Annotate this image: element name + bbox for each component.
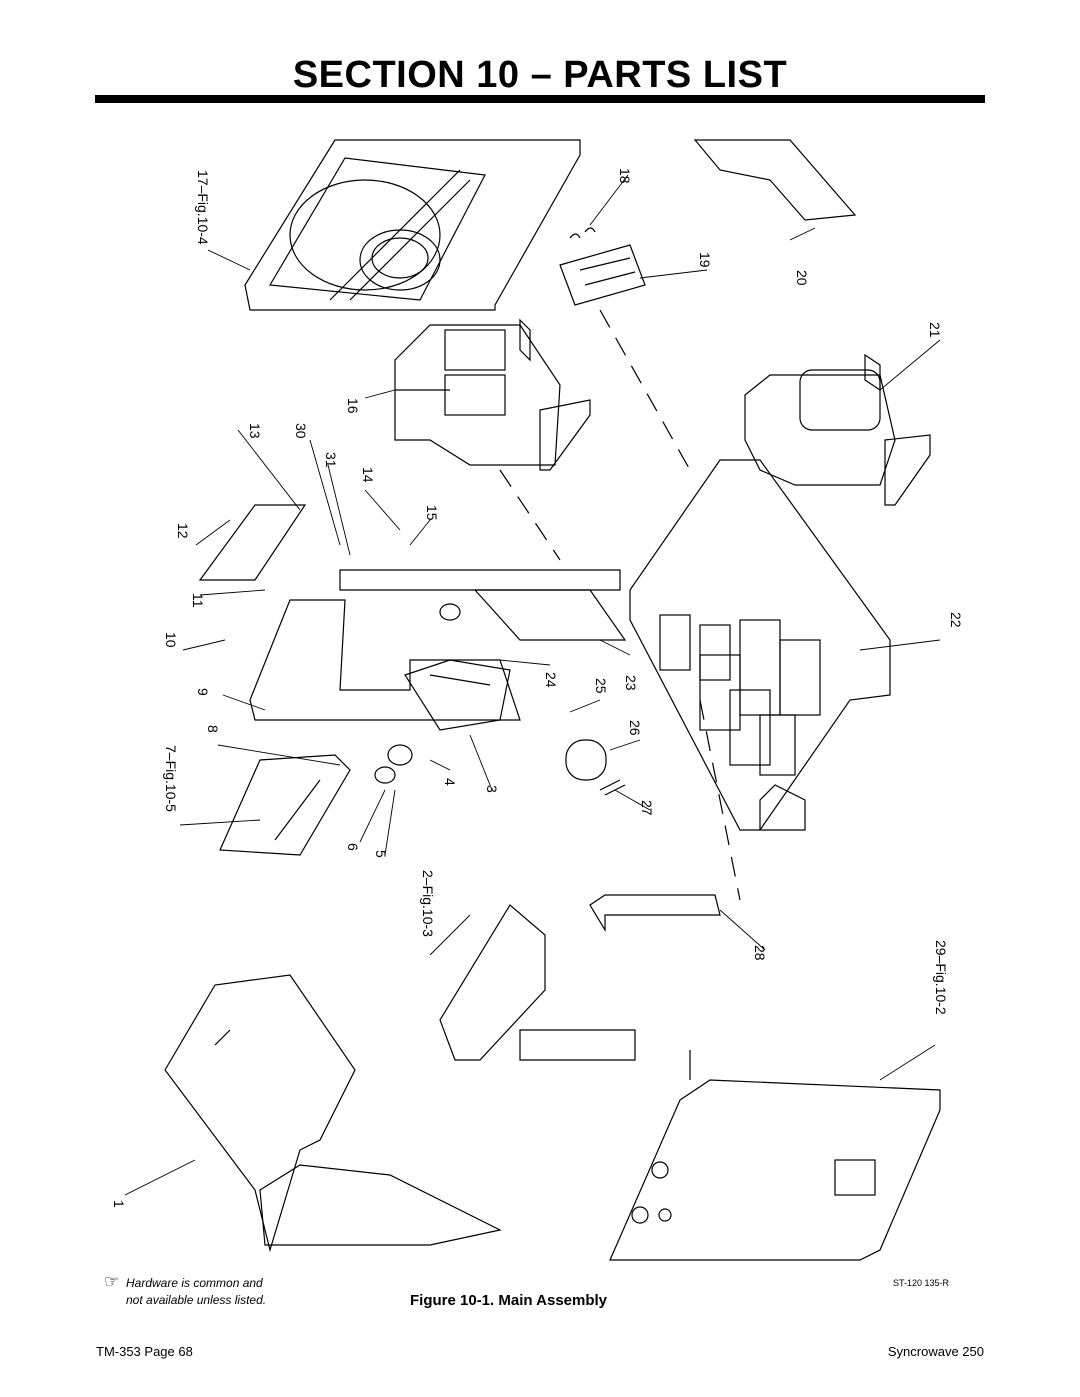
callout-28: 28 [752, 945, 768, 961]
callout-4: 4 [442, 778, 458, 786]
note-line-1: Hardware is common and [126, 1276, 263, 1290]
callout-23: 23 [623, 675, 639, 691]
dashed-leader-lines [499, 309, 741, 901]
callout-leaders [124, 174, 941, 1196]
footer-product-name: Syncrowave 250 [887, 1344, 984, 1359]
base-panel [629, 459, 891, 831]
callout-26: 26 [627, 720, 643, 736]
callout-18: 18 [617, 168, 633, 184]
note-line-2: not available unless listed. [126, 1293, 267, 1307]
fig-ref-17: 17–Fig.10-4 [195, 170, 211, 245]
rectifier-assembly [404, 659, 511, 731]
callout-12: 12 [175, 523, 191, 539]
callout-31: 31 [323, 452, 339, 468]
resistor-27 [599, 779, 626, 796]
callout-15: 15 [424, 505, 440, 521]
jumper-links [569, 227, 596, 239]
capacitor [565, 739, 607, 781]
callout-8: 8 [205, 725, 221, 733]
control-board [219, 754, 351, 856]
fan-assembly [244, 139, 581, 311]
callout-21: 21 [927, 322, 943, 338]
main-transformer [394, 318, 591, 471]
grommet-4 [387, 744, 413, 766]
fig-ref-29: 29–Fig.10-2 [933, 940, 949, 1015]
callout-5: 5 [373, 850, 389, 858]
callout-labels: 18 19 20 21 13 30 31 16 14 15 12 11 10 9… [111, 168, 964, 1208]
panel-20 [693, 139, 857, 221]
callout-24: 24 [543, 672, 559, 688]
board-23 [473, 589, 627, 641]
figure-caption: Figure 10-1. Main Assembly [410, 1292, 608, 1309]
drawing-number: ST-120 135-R [893, 1278, 950, 1288]
callout-14: 14 [360, 467, 376, 483]
callout-19: 19 [697, 252, 713, 268]
callout-27: 27 [639, 800, 655, 816]
callout-6: 6 [345, 843, 361, 851]
callout-1: 1 [111, 1200, 127, 1208]
fig-ref-2: 2–Fig.10-3 [420, 870, 436, 937]
callout-11: 11 [190, 593, 206, 608]
grommet-5 [374, 766, 396, 784]
front-panel [609, 1050, 941, 1261]
callout-20: 20 [794, 270, 810, 286]
fig-ref-7: 7–Fig.10-5 [163, 745, 179, 812]
callout-30: 30 [293, 423, 309, 439]
grommet-6 [439, 603, 461, 621]
title-rule [95, 95, 985, 103]
callout-10: 10 [163, 632, 179, 648]
callout-22: 22 [948, 612, 964, 628]
bracket-28 [589, 894, 721, 933]
page-title: SECTION 10 – PARTS LIST [292, 54, 788, 96]
callout-13: 13 [247, 423, 263, 439]
footer-page-number: TM-353 Page 68 [96, 1344, 193, 1359]
center-baffle [198, 504, 621, 721]
inductor [744, 353, 931, 506]
callout-9: 9 [195, 688, 211, 696]
terminal-board [559, 244, 646, 306]
callout-3: 3 [484, 785, 500, 793]
side-cover [164, 974, 502, 1253]
pointing-hand-icon: ☞ [104, 1272, 120, 1291]
callout-25: 25 [593, 678, 609, 694]
heatsink-assembly [439, 904, 636, 1061]
callout-16: 16 [345, 398, 361, 414]
